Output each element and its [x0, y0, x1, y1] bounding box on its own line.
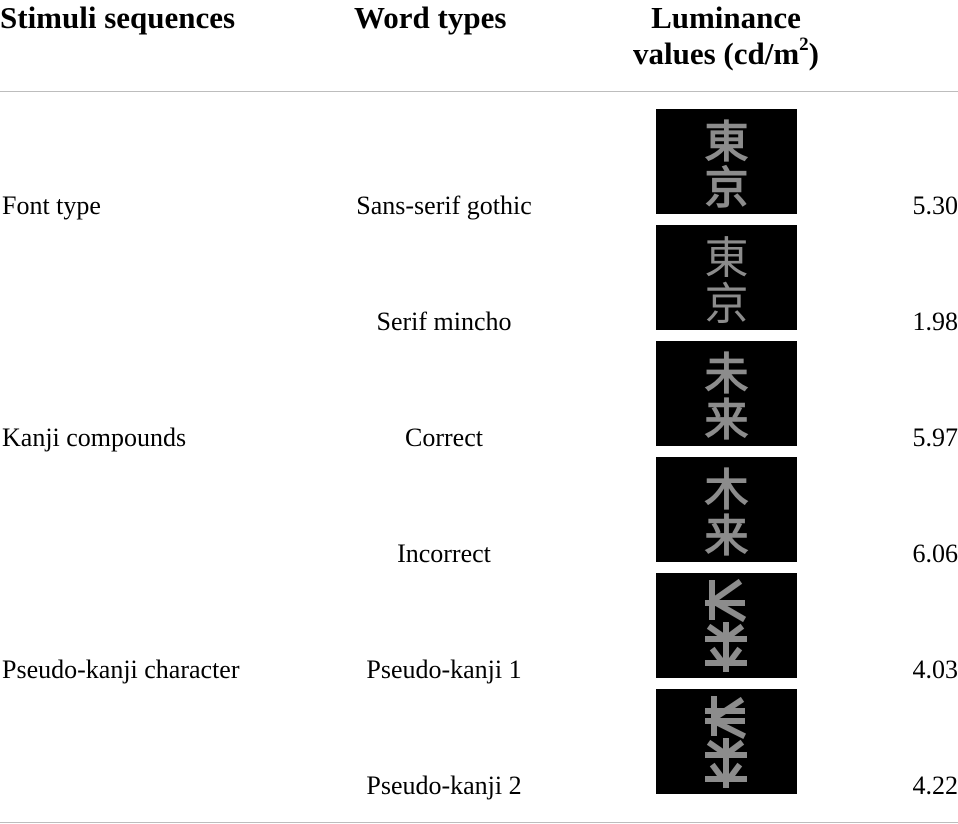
- stimulus-image-pseudo-kanji-2: [656, 689, 797, 794]
- header-luminance-close: ): [808, 36, 819, 71]
- group-label-kanji-compounds: Kanji compounds: [2, 423, 187, 452]
- pseudo-kanji-2-upper-shape: [705, 696, 747, 740]
- pseudo-kanji-1-lower-shape: [705, 622, 747, 672]
- footer-rule: [0, 822, 958, 823]
- stimulus-image-correct: 未来: [656, 341, 797, 446]
- group-label-pseudo-kanji: Pseudo-kanji character: [2, 655, 240, 684]
- header-luminance-superscript: 2: [799, 34, 809, 55]
- stimulus-glyphs-pseudo-1: [705, 578, 747, 672]
- luminance-value-pseudo-kanji-1: 4.03: [912, 655, 958, 684]
- header-stimuli-sequences: Stimuli sequences: [0, 0, 236, 35]
- header-luminance-unit: values (cd/m: [632, 36, 800, 71]
- stimulus-image-sans-serif-gothic: 東京: [656, 109, 797, 214]
- header-luminance-values: Luminance values (cd/m2): [600, 0, 852, 72]
- luminance-value-sans-serif-gothic: 5.30: [912, 191, 958, 220]
- luminance-value-serif-mincho: 1.98: [912, 307, 958, 336]
- luminance-value-incorrect: 6.06: [912, 539, 958, 568]
- word-type-correct: Correct: [405, 423, 483, 452]
- word-type-sans-serif-gothic: Sans-serif gothic: [356, 191, 532, 220]
- luminance-value-pseudo-kanji-2: 4.22: [912, 771, 958, 800]
- word-type-pseudo-kanji-2: Pseudo-kanji 2: [366, 771, 522, 800]
- stimulus-glyphs-pseudo-2: [705, 696, 747, 788]
- stimulus-glyphs-correct: 未来: [705, 349, 749, 446]
- pseudo-kanji-1-upper-shape: [705, 578, 747, 623]
- header-luminance-line2: values (cd/m2): [600, 34, 852, 72]
- stimulus-glyph-text: 木来: [705, 465, 749, 562]
- group-label-font-type: Font type: [2, 191, 101, 220]
- stimulus-image-incorrect: 木来: [656, 457, 797, 562]
- stimulus-glyph-text: 東京: [705, 117, 749, 214]
- header-luminance-line1: Luminance: [651, 0, 801, 35]
- stimulus-glyphs-gothic: 東京: [705, 117, 749, 214]
- stimulus-glyphs-incorrect: 木来: [705, 465, 749, 562]
- stimulus-image-pseudo-kanji-1: [656, 573, 797, 678]
- stimulus-glyph-text: 東京: [705, 233, 749, 330]
- word-type-incorrect: Incorrect: [397, 539, 491, 568]
- header-word-types: Word types: [354, 0, 507, 35]
- word-type-serif-mincho: Serif mincho: [376, 307, 512, 336]
- header-rule: [0, 91, 958, 92]
- stimulus-glyph-text: 未来: [705, 349, 749, 446]
- luminance-value-correct: 5.97: [912, 423, 958, 452]
- stimulus-glyphs-mincho: 東京: [705, 233, 749, 330]
- stimulus-image-serif-mincho: 東京: [656, 225, 797, 330]
- word-type-pseudo-kanji-1: Pseudo-kanji 1: [366, 655, 522, 684]
- pseudo-kanji-2-lower-shape: [705, 738, 747, 788]
